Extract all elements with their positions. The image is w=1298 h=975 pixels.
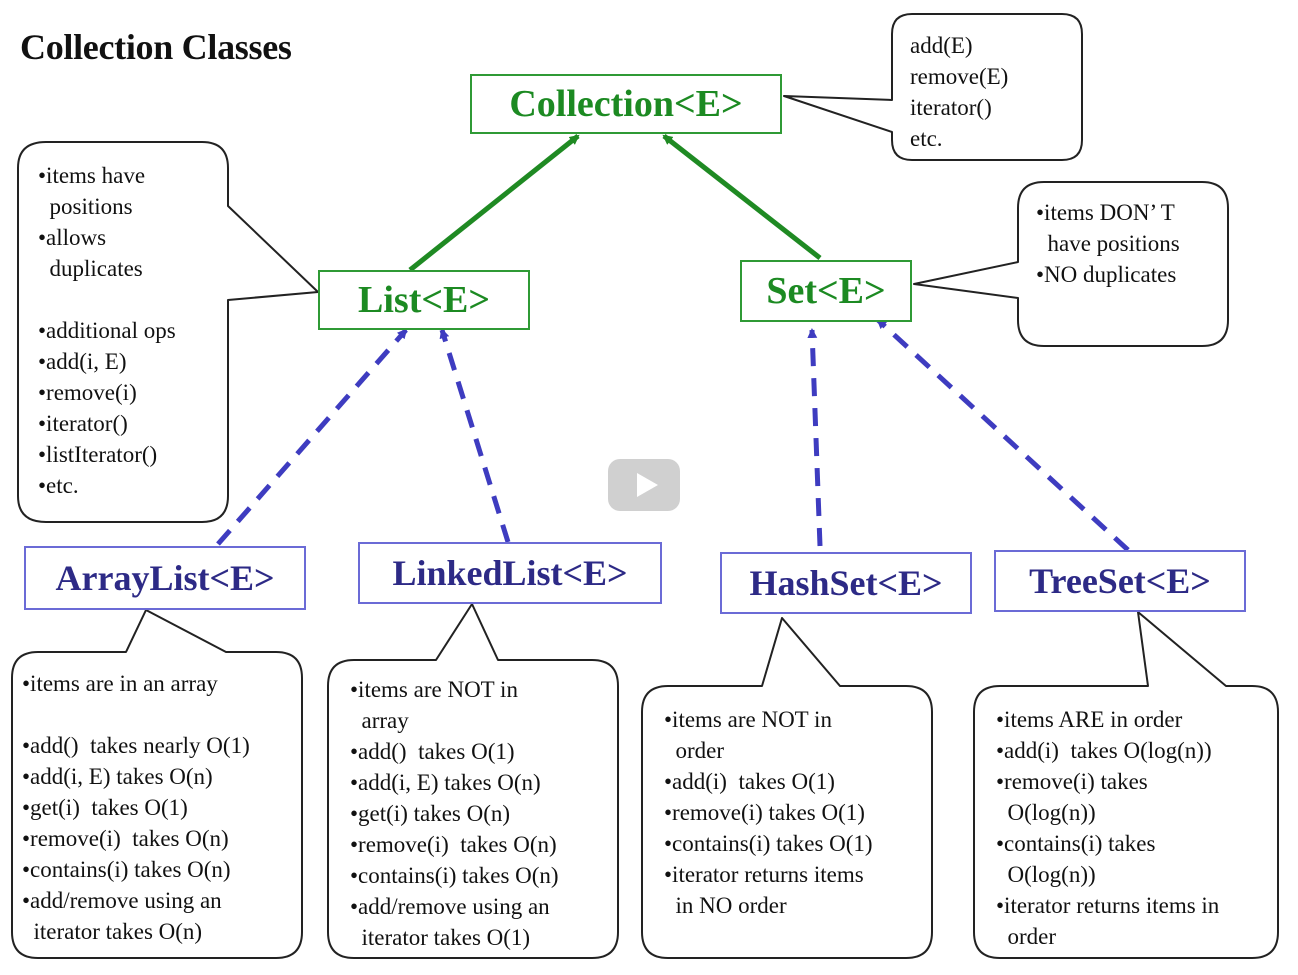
arraylist-note: •items are in an array •add() takes near… xyxy=(22,668,250,947)
play-button[interactable] xyxy=(608,459,680,511)
note-line: order xyxy=(996,924,1057,949)
linkedlist-to-list-arrow xyxy=(439,328,511,543)
linkedlist-callout xyxy=(327,603,619,959)
treeset-callout xyxy=(973,611,1279,959)
note-line: duplicates xyxy=(38,256,143,281)
arraylist-to-list-arrow xyxy=(216,328,408,546)
set-node: Set<E> xyxy=(740,260,912,322)
note-line: remove(E) xyxy=(910,64,1009,89)
note-line: •contains(i) takes xyxy=(996,831,1156,856)
set-to-collection-arrow xyxy=(662,134,822,260)
note-line: •remove(i) takes O(n) xyxy=(350,832,557,857)
note-line: in NO order xyxy=(664,893,787,918)
note-line: •add(i, E) takes O(n) xyxy=(350,770,541,795)
list-note: •items have positions•allows duplicates … xyxy=(38,160,176,501)
note-line: •items are NOT in xyxy=(664,707,832,732)
note-line: •items have xyxy=(38,163,146,188)
note-line: •items are NOT in xyxy=(350,677,518,702)
hashset-node: HashSet<E> xyxy=(720,552,972,614)
set-note: •items DON’ T have positions •NO duplicat… xyxy=(1036,197,1180,290)
note-line: •allows xyxy=(38,225,107,250)
note-line: •NO duplicates xyxy=(1036,262,1177,287)
set-callout xyxy=(913,181,1229,347)
note-line: •remove(i) takes O(1) xyxy=(664,800,865,825)
note-line: •iterator() xyxy=(38,411,128,436)
note-line: •add/remove using an xyxy=(350,894,550,919)
note-line: •add(i, E) xyxy=(38,349,127,374)
note-line: •add(i) takes O(log(n)) xyxy=(996,738,1212,763)
note-line: positions xyxy=(38,194,133,219)
note-line: •contains(i) takes O(n) xyxy=(350,863,559,888)
note-line: O(log(n)) xyxy=(996,862,1096,887)
note-line: •remove(i) takes xyxy=(996,769,1148,794)
note-line: •etc. xyxy=(38,473,79,498)
collection-node: Collection<E> xyxy=(470,74,782,134)
arraylist-node: ArrayList<E> xyxy=(24,546,306,610)
note-line: •add(i) takes O(1) xyxy=(664,769,835,794)
note-line: •items DON’ T xyxy=(1036,200,1175,225)
collection-note: add(E) remove(E) iterator() etc. xyxy=(910,30,1008,154)
note-line: •get(i) takes O(n) xyxy=(350,801,511,826)
page-title: Collection Classes xyxy=(20,27,292,67)
note-line: •add/remove using an xyxy=(22,888,222,913)
note-line xyxy=(22,699,250,730)
note-line xyxy=(38,284,176,315)
list-callout xyxy=(17,141,319,523)
note-line: add(E) xyxy=(910,33,973,58)
note-line: •add() takes O(1) xyxy=(350,739,515,764)
note-line: •items are in an array xyxy=(22,671,218,696)
treeset-node: TreeSet<E> xyxy=(994,550,1246,612)
collection-callout xyxy=(783,13,1083,161)
note-line: •remove(i) takes O(n) xyxy=(22,826,229,851)
hashset-callout xyxy=(641,617,933,959)
treeset-to-set-arrow xyxy=(876,318,1130,552)
note-line: have positions xyxy=(1036,231,1180,256)
note-line: iterator takes O(n) xyxy=(22,919,203,944)
note-line: iterator takes O(1) xyxy=(350,925,531,950)
note-line: order xyxy=(664,738,725,763)
hashset-to-set-arrow xyxy=(807,328,823,547)
note-line: •add() takes nearly O(1) xyxy=(22,733,250,758)
note-line: iterator() xyxy=(910,95,992,120)
note-line: •iterator returns items xyxy=(664,862,864,887)
list-to-collection-arrow xyxy=(408,134,580,272)
list-node: List<E> xyxy=(318,270,530,330)
note-line: •contains(i) takes O(n) xyxy=(22,857,231,882)
note-line: •additional ops xyxy=(38,318,176,343)
arraylist-callout xyxy=(11,609,303,959)
note-line: •iterator returns items in xyxy=(996,893,1220,918)
note-line: •listIterator() xyxy=(38,442,158,467)
note-line: etc. xyxy=(910,126,943,151)
linkedlist-node: LinkedList<E> xyxy=(358,542,662,604)
hashset-note: •items are NOT in order •add(i) takes O(1… xyxy=(664,704,873,921)
note-line: •get(i) takes O(1) xyxy=(22,795,188,820)
note-line: •remove(i) xyxy=(38,380,137,405)
note-line: array xyxy=(350,708,409,733)
note-line: O(log(n)) xyxy=(996,800,1096,825)
treeset-note: •items ARE in order •add(i) takes O(log(n… xyxy=(996,704,1219,952)
play-icon xyxy=(637,473,658,497)
note-line: •contains(i) takes O(1) xyxy=(664,831,873,856)
linkedlist-note: •items are NOT in array •add() takes O(1)… xyxy=(350,674,559,953)
note-line: •add(i, E) takes O(n) xyxy=(22,764,213,789)
note-line: •items ARE in order xyxy=(996,707,1183,732)
